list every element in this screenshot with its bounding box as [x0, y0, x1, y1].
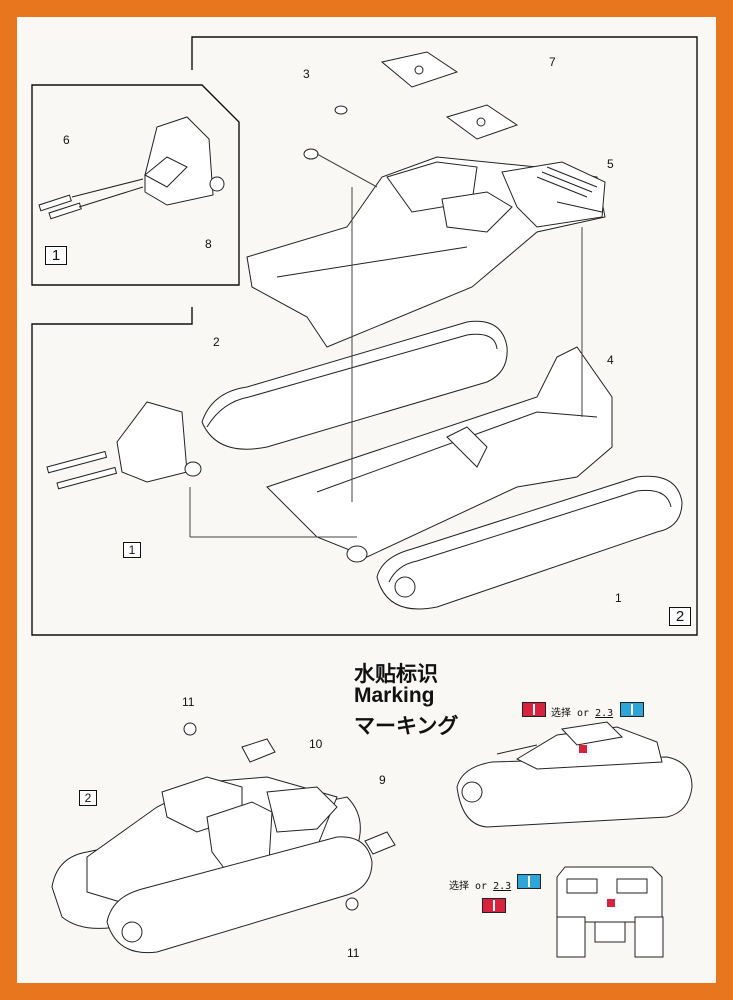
upper-hull — [246, 156, 606, 348]
callout-5: 5 — [607, 157, 614, 171]
option-text-2: 选择 or 2.3 — [449, 877, 511, 892]
callout-8: 8 — [205, 237, 212, 251]
marking-title-en: Marking — [354, 684, 435, 707]
instruction-sheet: 1 2 1 2 6 8 3 7 5 2 4 1 11 10 9 11 水贴标识 … — [17, 17, 716, 983]
callout-10: 10 — [309, 737, 323, 751]
num-label-1: 2.3 — [595, 708, 614, 719]
small-knobs — [303, 105, 348, 160]
marking-title-zh: 水贴标识 — [354, 663, 438, 686]
choose-label-2: 选择 — [449, 881, 469, 892]
callout-11-top: 11 — [182, 695, 195, 709]
callout-4: 4 — [607, 353, 614, 367]
decal-red-2 — [482, 898, 506, 913]
step2-turret — [46, 401, 202, 490]
callout-9: 9 — [379, 773, 386, 787]
front-track — [376, 475, 683, 610]
guide-lines — [189, 153, 583, 538]
hatches — [380, 51, 519, 140]
small-parts-bottom — [241, 738, 396, 855]
callout-7: 7 — [549, 55, 556, 69]
lower-hull — [266, 346, 613, 563]
assembly-diagrams — [31, 36, 698, 958]
callout-1: 1 — [615, 591, 622, 605]
assembled-tank — [51, 722, 373, 954]
step2-frame — [31, 36, 698, 636]
num-label-2: 2.3 — [493, 881, 512, 892]
decal-blue-1 — [620, 702, 644, 717]
or-label-1: or — [577, 708, 590, 719]
side-view — [456, 721, 693, 828]
callout-2: 2 — [213, 335, 220, 349]
option-text-1: 选择 or 2.3 — [551, 704, 613, 719]
callout-6: 6 — [63, 133, 70, 147]
step-2-box: 2 — [669, 607, 691, 626]
step-1-ref-box: 1 — [123, 542, 141, 558]
callout-3: 3 — [303, 67, 310, 81]
front-view — [556, 866, 664, 958]
step1-inset — [31, 84, 240, 286]
decal-blue-2 — [517, 874, 541, 889]
step-1-box: 1 — [45, 246, 67, 265]
decal-red-1 — [522, 702, 546, 717]
or-label-2: or — [475, 881, 488, 892]
marking-title-ja: マーキング — [354, 715, 459, 738]
choose-label-1: 选择 — [551, 708, 571, 719]
inset-turret — [144, 116, 225, 206]
callout-11-bottom: 11 — [347, 946, 360, 960]
inset-guns — [38, 178, 144, 220]
step-2-ref-box: 2 — [79, 790, 97, 806]
